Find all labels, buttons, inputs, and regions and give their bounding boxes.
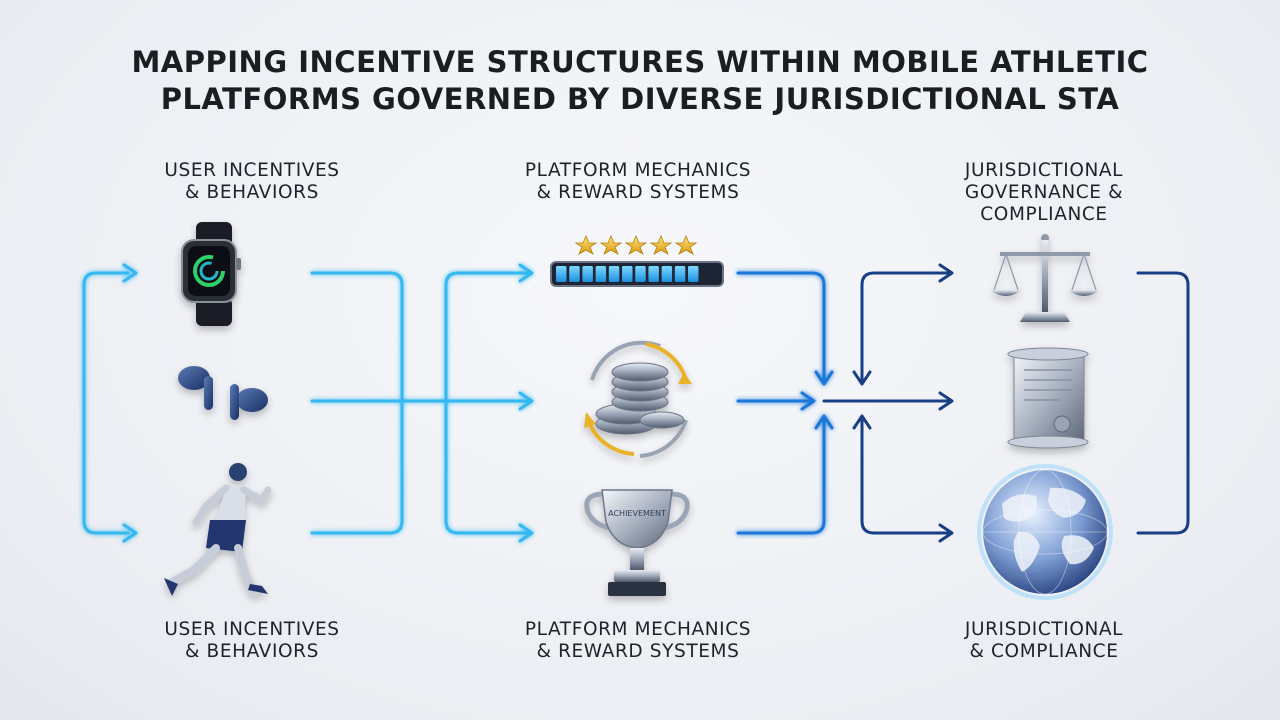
platform-column-top-label: PLATFORM MECHANICS & REWARD SYSTEMS — [500, 160, 776, 204]
jurisdiction-left-bracket-top — [860, 271, 950, 382]
star-4 — [649, 234, 673, 255]
jurisdiction-connectors — [822, 263, 1190, 543]
progress-segment — [608, 266, 620, 282]
progress-bar-segments — [556, 266, 699, 282]
platform-connectors — [736, 271, 834, 535]
arrowhead-to-globe — [938, 523, 954, 543]
star-2 — [599, 234, 623, 255]
scroll-certificate-icon — [1007, 347, 1089, 449]
progress-segment — [569, 266, 580, 282]
user-column-top-label: USER INCENTIVES & BEHAVIORS — [124, 160, 380, 204]
jurisdiction-top-label-line-2: GOVERNANCE & — [964, 182, 1124, 203]
platform-out-top — [736, 271, 826, 382]
coins-cycle-icon — [584, 340, 692, 458]
title-line-1: MAPPING INCENTIVE STRUCTURES WITHIN MOBI… — [131, 45, 1149, 79]
platform-top-label-line-1: PLATFORM MECHANICS — [524, 160, 752, 181]
star-5 — [674, 234, 698, 255]
platform-left-bracket — [444, 271, 530, 535]
user-left-bracket — [82, 271, 130, 535]
title-line-2: PLATFORMS GOVERNED BY DIVERSE JURISDICTI… — [160, 82, 1120, 116]
arrowhead-to-progress — [518, 263, 534, 283]
user-column-bottom-label: USER INCENTIVES & BEHAVIORS — [124, 619, 380, 663]
trophy-engraving: ACHIEVEMENT — [608, 509, 666, 518]
arrowhead-to-scales — [938, 263, 954, 283]
jurisdiction-top-label-line-1: JURISDICTIONAL — [964, 160, 1124, 181]
star-1 — [574, 234, 598, 255]
arrowhead-to-runner — [122, 523, 138, 543]
arrowhead-up-left-merge — [852, 414, 872, 430]
jurisdiction-left-bracket-bottom — [860, 418, 950, 535]
arrowhead-down-left-merge — [852, 370, 872, 386]
progress-segment — [688, 266, 699, 282]
arrowhead-to-trophy — [518, 523, 534, 543]
arrowhead-to-coins — [518, 391, 534, 411]
trophy-icon: ACHIEVEMENT — [584, 489, 690, 596]
arrowhead-to-scroll — [938, 391, 954, 411]
progress-segment — [635, 266, 646, 282]
progress-segment — [556, 266, 567, 282]
arrowhead-down-merge — [814, 370, 834, 386]
user-bottom-label-line-1: USER INCENTIVES — [164, 619, 340, 640]
star-3 — [624, 234, 648, 255]
star-rating — [574, 234, 698, 255]
progress-segment — [595, 266, 607, 282]
arrowhead-up-merge — [814, 414, 834, 430]
platform-bottom-label-line-1: PLATFORM MECHANICS — [524, 619, 752, 640]
earbuds-icon — [178, 366, 268, 420]
runner-icon — [164, 463, 272, 596]
scales-icon — [990, 234, 1100, 322]
page-title: MAPPING INCENTIVE STRUCTURES WITHIN MOBI… — [0, 44, 1280, 118]
platform-bottom-label-line-2: & REWARD SYSTEMS — [536, 641, 740, 662]
smartwatch-icon — [181, 222, 241, 326]
user-top-label-line-2: & BEHAVIORS — [185, 182, 319, 203]
progress-segment — [582, 266, 593, 282]
jurisdiction-top-label-line-3: COMPLIANCE — [980, 204, 1108, 225]
jurisdiction-column-top-label: JURISDICTIONAL GOVERNANCE & COMPLIANCE — [936, 160, 1152, 226]
user-connectors — [82, 263, 534, 543]
progress-segment — [661, 266, 673, 282]
platform-top-label-line-2: & REWARD SYSTEMS — [536, 182, 740, 203]
star-progress-icon — [550, 234, 724, 287]
jurisdiction-right-bracket — [1136, 271, 1190, 535]
arrowhead-right-merge — [800, 391, 816, 411]
globe-icon — [977, 464, 1113, 600]
progress-segment — [648, 266, 659, 282]
platform-column-bottom-label: PLATFORM MECHANICS & REWARD SYSTEMS — [500, 619, 776, 663]
jurisdiction-bottom-label-line-2: & COMPLIANCE — [969, 641, 1119, 662]
jurisdiction-bottom-label-line-1: JURISDICTIONAL — [964, 619, 1124, 640]
user-right-bracket — [310, 271, 404, 535]
platform-out-bottom — [736, 418, 826, 535]
arrowhead-to-watch — [122, 263, 138, 283]
progress-segment — [622, 266, 633, 282]
user-top-label-line-1: USER INCENTIVES — [164, 160, 340, 181]
progress-segment — [674, 266, 686, 282]
user-bottom-label-line-2: & BEHAVIORS — [185, 641, 319, 662]
jurisdiction-column-bottom-label: JURISDICTIONAL & COMPLIANCE — [936, 619, 1152, 663]
